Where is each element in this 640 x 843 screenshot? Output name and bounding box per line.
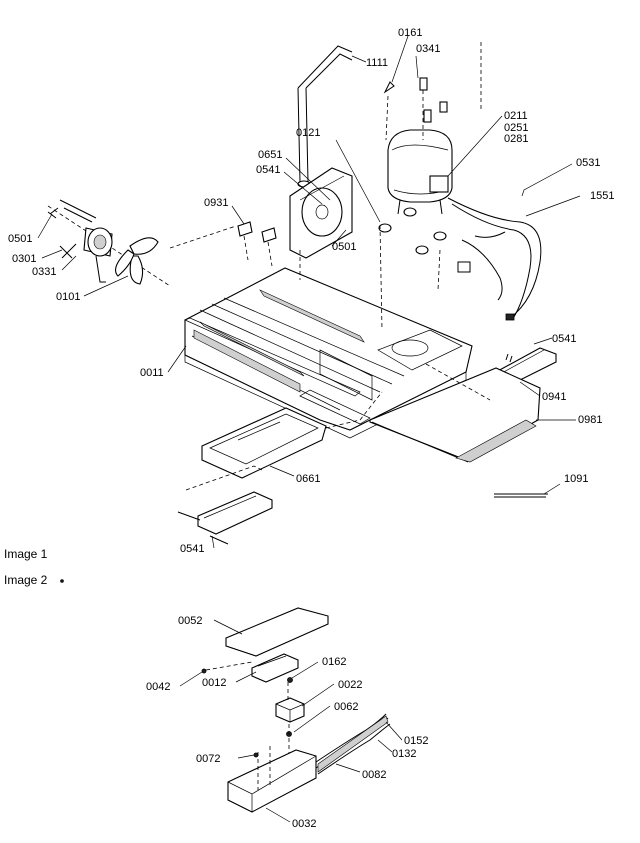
label-0281: 0281: [504, 133, 528, 145]
housing-0032: [227, 746, 317, 813]
label-0301: 0301: [12, 253, 36, 265]
label-0341: 0341: [416, 43, 440, 55]
bracket-0931: [237, 221, 277, 267]
heater-0541: [177, 465, 273, 545]
label-0251: 0251: [504, 122, 528, 134]
label-0082: 0082: [362, 769, 386, 781]
label-0022: 0022: [338, 679, 362, 691]
label-0211: 0211: [504, 110, 528, 122]
plate-0981: [369, 367, 541, 463]
label-0541-bottom: 0541: [180, 543, 204, 555]
label-0052: 0052: [178, 615, 202, 627]
label-0501-left: 0501: [8, 233, 32, 245]
caption-image-1: Image 1: [4, 547, 48, 561]
fan-motor-assembly: [47, 199, 171, 287]
board-0012: [201, 653, 299, 683]
cable-0082: [315, 713, 391, 775]
label-1111: 1111: [366, 57, 388, 69]
label-1551: 1551: [590, 190, 614, 202]
label-0531: 0531: [576, 157, 600, 169]
label-0162: 0162: [322, 656, 346, 668]
label-0981: 0981: [578, 414, 602, 426]
label-0011: 0011: [140, 367, 164, 379]
label-1091: 1091: [564, 473, 588, 485]
sensor-0022: [275, 677, 305, 723]
label-0501-right: 0501: [332, 241, 356, 253]
strip-1091: [494, 493, 548, 498]
wiring-harness-1551: [447, 197, 542, 321]
label-0032: 0032: [292, 818, 316, 830]
label-0541-top: 0541: [256, 164, 280, 176]
caption-image-2-mark: [60, 579, 64, 583]
label-0012: 0012: [202, 677, 226, 689]
caption-image-2: Image 2: [4, 573, 48, 587]
label-0931: 0931: [204, 197, 228, 209]
label-0152: 0152: [404, 735, 428, 747]
label-0541-right: 0541: [552, 333, 576, 345]
label-0101: 0101: [56, 291, 80, 303]
label-0941: 0941: [542, 391, 566, 403]
grommet-screws-0341: [383, 42, 482, 141]
label-0042: 0042: [146, 681, 170, 693]
label-0661: 0661: [296, 473, 320, 485]
label-0062: 0062: [334, 701, 358, 713]
cover-0052: [225, 607, 329, 657]
assembly-lines: [169, 224, 491, 401]
drain-pan-0661: [201, 391, 383, 479]
label-0121: 0121: [296, 127, 320, 139]
label-0161: 0161: [398, 27, 422, 39]
leader-lines: [37, 35, 581, 823]
label-0132: 0132: [392, 748, 416, 760]
label-0331: 0331: [32, 266, 56, 278]
compressor: [378, 129, 453, 255]
condenser-tube-1111: [297, 45, 353, 188]
base-pan-0011: [184, 267, 473, 439]
label-0072: 0072: [196, 753, 220, 765]
label-0651: 0651: [258, 149, 282, 161]
